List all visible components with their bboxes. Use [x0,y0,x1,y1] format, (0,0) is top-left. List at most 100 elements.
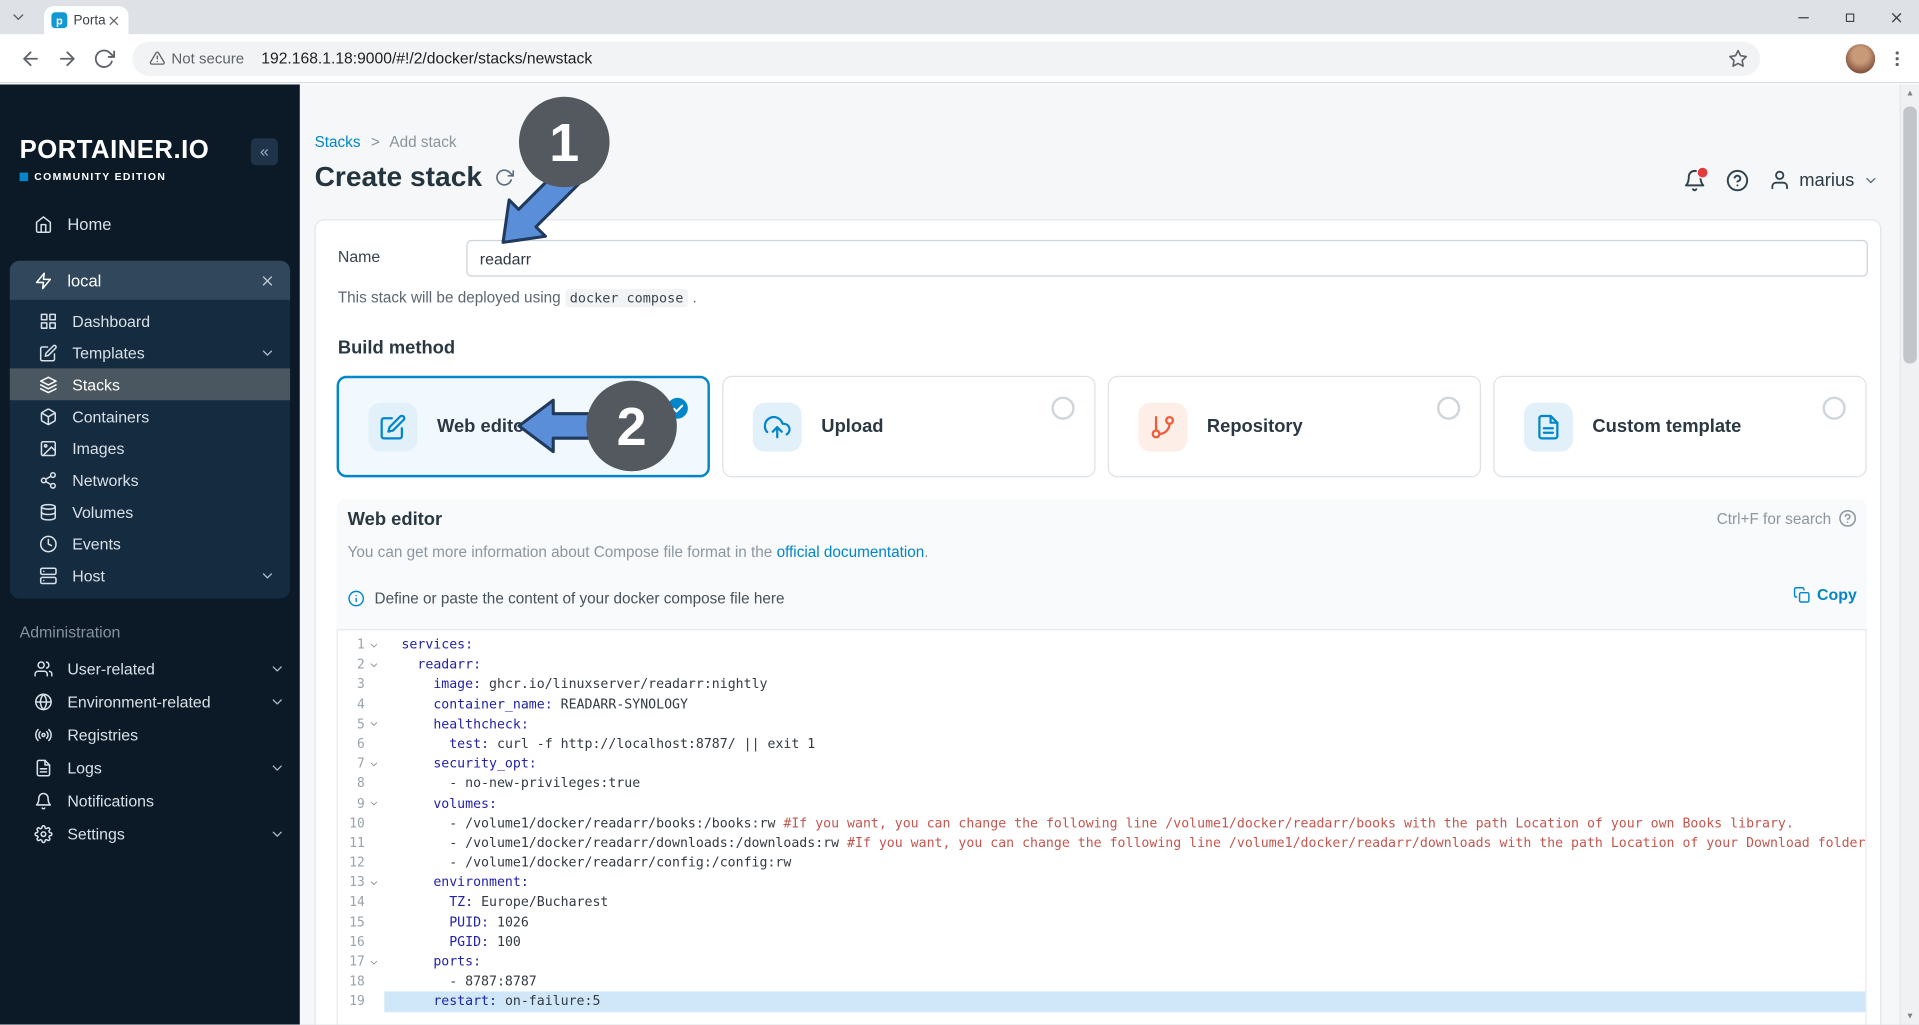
code-text[interactable]: - 8787:8787 [401,973,537,990]
code-text[interactable]: ports: [433,953,482,970]
code-line-12[interactable]: 12 - /volume1/docker/readarr/config:/con… [338,853,1866,873]
sidebar-item-stacks[interactable]: Stacks [9,368,291,401]
sidebar-item-events[interactable]: Events [10,528,290,560]
sidebar-item-environment-related[interactable]: Environment-related [0,685,300,718]
scrollbar-thumb[interactable] [1903,106,1917,364]
radio-circle[interactable] [1436,396,1461,420]
fold-icon[interactable] [368,957,379,968]
code-text[interactable]: container_name: READARR-SYNOLOGY [433,695,688,712]
code-text[interactable]: test: curl -f http://localhost:8787/ || … [449,735,816,752]
sidebar-item-templates[interactable]: Templates [10,337,290,369]
forward-icon[interactable] [56,47,78,69]
window-close-button[interactable] [1873,0,1919,34]
code-line-2[interactable]: 2 readarr: [338,655,1866,675]
code-text[interactable]: - no-new-privileges:true [401,775,641,792]
reload-icon[interactable] [93,47,116,69]
browser-profile-avatar[interactable] [1845,43,1876,73]
code-text[interactable]: restart: on-failure:5 [384,991,1866,1012]
page-scrollbar[interactable]: ▲ ▼ [1899,84,1919,1025]
bookmark-star-icon[interactable] [1728,48,1748,68]
code-line-14[interactable]: 14 TZ: Europe/Bucharest [338,893,1866,913]
code-text[interactable]: TZ: Europe/Bucharest [449,894,609,910]
sidebar-item-images[interactable]: Images [10,432,290,464]
sidebar-item-networks[interactable]: Networks [10,464,290,496]
code-line-6[interactable]: 6 test: curl -f http://localhost:8787/ |… [338,734,1866,754]
notifications-button[interactable] [1683,165,1709,191]
build-method-web-editor[interactable]: Web editor [336,375,710,478]
code-line-9[interactable]: 9 volumes: [338,794,1866,814]
code-text[interactable]: security_opt: [433,755,537,772]
build-method-repository[interactable]: Repository [1107,375,1482,478]
fold-icon[interactable] [368,759,379,770]
url-bar[interactable]: Not secure 192.168.1.18:9000/#!/2/docker… [132,41,1761,76]
window-minimize-button[interactable] [1780,0,1827,34]
code-line-18[interactable]: 18 - 8787:8787 [338,972,1866,992]
tab-search-icon[interactable] [10,9,27,26]
not-secure-label[interactable]: Not secure [171,49,245,67]
code-text[interactable]: image: ghcr.io/linuxserver/readarr:night… [433,676,768,693]
code-line-19[interactable]: 19 restart: on-failure:5 [338,991,1866,1012]
browser-menu-icon[interactable] [1887,48,1907,68]
user-menu[interactable]: marius [1769,169,1879,191]
sidebar-item-dashboard[interactable]: Dashboard [10,305,290,337]
code-line-7[interactable]: 7 security_opt: [338,754,1866,774]
code-line-10[interactable]: 10 - /volume1/docker/readarr/books:/book… [338,814,1866,834]
code-text[interactable]: readarr: [417,656,482,673]
back-icon[interactable] [20,47,42,69]
url-text[interactable]: 192.168.1.18:9000/#!/2/docker/stacks/new… [261,48,593,68]
code-line-11[interactable]: 11 - /volume1/docker/readarr/downloads:/… [338,833,1866,853]
code-text[interactable]: environment: [433,874,529,891]
fold-icon[interactable] [368,798,379,809]
sidebar-item-notifications[interactable]: Notifications [0,785,300,818]
fold-icon[interactable] [368,877,379,888]
fold-icon[interactable] [368,640,379,651]
build-method-custom-template[interactable]: Custom template [1493,375,1867,478]
sidebar-item-registries[interactable]: Registries [0,718,300,751]
tab-close-icon[interactable] [106,13,121,28]
breadcrumb-stacks-link[interactable]: Stacks [314,133,361,151]
code-line-15[interactable]: 15 PUID: 1026 [338,913,1866,933]
window-maximize-button[interactable] [1826,0,1873,34]
official-documentation-link[interactable]: official documentation [776,543,925,561]
scrollbar-up-arrow[interactable]: ▲ [1905,88,1915,98]
fold-icon[interactable] [368,719,379,730]
sidebar-environment-local[interactable]: local [9,260,291,300]
code-line-8[interactable]: 8 - no-new-privileges:true [338,774,1866,794]
scrollbar-down-arrow[interactable]: ▼ [1905,1011,1915,1021]
code-line-3[interactable]: 3 image: ghcr.io/linuxserver/readarr:nig… [338,675,1866,695]
code-line-13[interactable]: 13 environment: [338,873,1866,893]
sidebar-collapse-button[interactable]: « [250,138,278,166]
stack-name-input[interactable] [466,239,1868,277]
code-line-4[interactable]: 4 container_name: READARR-SYNOLOGY [338,695,1866,715]
sidebar-item-host[interactable]: Host [10,559,290,591]
code-line-5[interactable]: 5 healthcheck: [338,715,1866,735]
radio-circle[interactable] [1051,396,1075,420]
sidebar-item-logs[interactable]: Logs [0,752,300,785]
code-text[interactable]: healthcheck: [433,715,529,732]
sidebar-item-user-related[interactable]: User-related [0,652,300,685]
close-environment-icon[interactable] [259,272,275,288]
browser-tab[interactable]: p Porta [44,6,129,35]
code-line-16[interactable]: 16 PGID: 100 [338,932,1866,952]
code-line-17[interactable]: 17 ports: [338,952,1866,972]
copy-button[interactable]: Copy [1793,585,1857,603]
sidebar-item-settings[interactable]: Settings [0,818,300,851]
code-text[interactable]: services: [401,636,474,653]
sidebar-item-volumes[interactable]: Volumes [10,496,290,528]
code-text[interactable]: PUID: 1026 [449,913,529,930]
refresh-icon[interactable] [494,167,514,187]
code-text[interactable]: volumes: [433,794,497,811]
help-circle-icon[interactable] [1838,509,1857,527]
code-text[interactable]: - /volume1/docker/readarr/config:/config… [401,854,792,871]
fold-icon[interactable] [368,659,379,670]
code-text[interactable]: - /volume1/docker/readarr/downloads:/dow… [401,834,1866,851]
code-text[interactable]: - /volume1/docker/readarr/books:/books:r… [401,814,1794,831]
build-method-upload[interactable]: Upload [722,375,1096,478]
sidebar-item-home[interactable]: Home [0,204,300,243]
sidebar-item-containers[interactable]: Containers [10,400,290,432]
code-text[interactable]: PGID: 100 [449,933,521,950]
radio-circle[interactable] [1822,396,1846,420]
help-icon[interactable] [1726,168,1749,191]
